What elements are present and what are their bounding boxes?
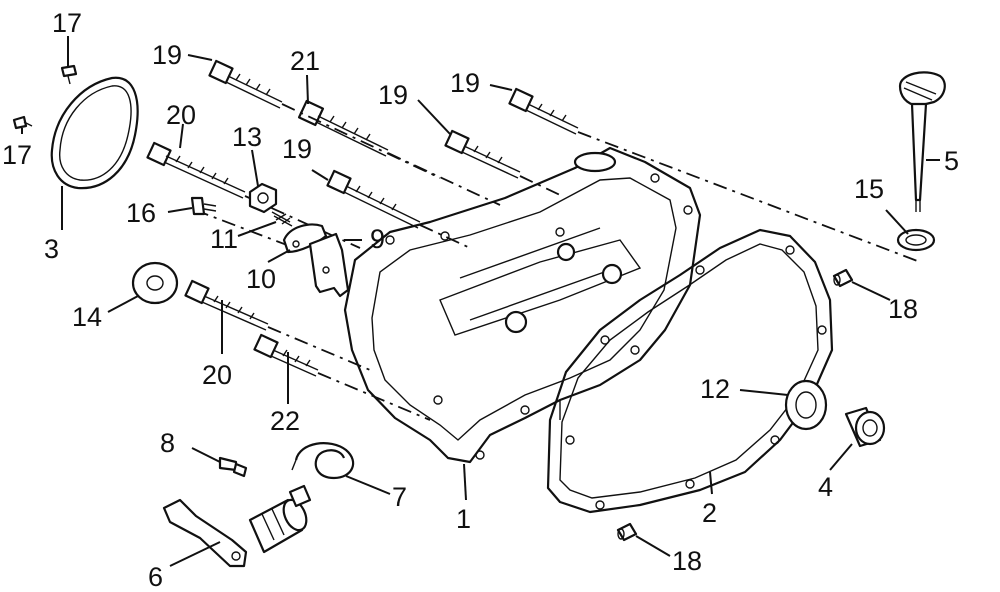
part-13-nut xyxy=(248,182,278,214)
leader-lines xyxy=(21,36,940,567)
part-14-washer xyxy=(131,261,179,305)
part-7-spring xyxy=(291,442,355,480)
callout-8: 8 xyxy=(160,428,175,458)
callout-4: 4 xyxy=(818,472,833,502)
callout-9: 9 xyxy=(370,224,385,254)
part-18-dowel-top xyxy=(832,268,854,288)
callout-17-left: 17 xyxy=(2,140,32,170)
callout-18-bottom: 18 xyxy=(672,546,702,576)
part-5-dipstick xyxy=(898,71,946,212)
callout-18-top: 18 xyxy=(888,294,918,324)
callout-16: 16 xyxy=(126,198,156,228)
callout-19-b: 19 xyxy=(282,134,312,164)
callout-labels: 17 17 3 19 20 21 19 19 19 13 16 11 10 9 … xyxy=(2,8,959,592)
part-19-bolt-d xyxy=(508,87,579,135)
part-9-bracket xyxy=(308,232,350,298)
callout-12: 12 xyxy=(700,374,730,404)
callout-21: 21 xyxy=(290,46,320,76)
callout-19-d: 19 xyxy=(450,68,480,98)
part-17-screw-left xyxy=(12,115,33,130)
callout-20-b: 20 xyxy=(202,360,232,390)
part-2-gasket xyxy=(546,228,834,514)
part-19-bolt-c xyxy=(444,129,521,179)
callout-17-top: 17 xyxy=(52,8,82,38)
part-18-dowel-bottom xyxy=(616,522,638,542)
part-8-pin xyxy=(218,456,248,478)
alignment-lines xyxy=(194,103,921,421)
callout-22: 22 xyxy=(270,406,300,436)
part-20-bolt-a xyxy=(146,141,246,199)
callout-7: 7 xyxy=(392,482,407,512)
callout-5: 5 xyxy=(944,146,959,176)
callout-13: 13 xyxy=(232,122,262,152)
part-19-bolt-a xyxy=(208,59,283,109)
part-1-crankcase-cover xyxy=(343,146,702,464)
callout-11: 11 xyxy=(210,224,238,254)
part-4-bushing xyxy=(844,406,886,448)
part-16-screw xyxy=(190,196,217,216)
part-11-spring xyxy=(271,211,293,227)
part-10-lever xyxy=(282,223,328,254)
part-17-screw-top xyxy=(60,64,78,85)
callout-1: 1 xyxy=(456,504,471,534)
part-22-bolt xyxy=(253,333,319,377)
part-20-bolt-b xyxy=(184,279,269,331)
callout-19-a: 19 xyxy=(152,40,182,70)
part-6-shift-shaft xyxy=(162,484,312,568)
callout-10: 10 xyxy=(246,264,276,294)
callout-6: 6 xyxy=(148,562,163,592)
part-15-o-ring xyxy=(896,228,936,252)
part-21-bolt xyxy=(297,99,389,157)
part-12-oil-seal xyxy=(784,379,828,431)
callout-3: 3 xyxy=(44,234,59,264)
part-19-bolt-b xyxy=(326,169,421,229)
callout-19-c: 19 xyxy=(378,80,408,110)
callout-15: 15 xyxy=(854,174,884,204)
part-3-ring-cover xyxy=(50,76,139,190)
callout-20-a: 20 xyxy=(166,100,196,130)
callout-2: 2 xyxy=(702,498,717,528)
callout-14: 14 xyxy=(72,302,102,332)
